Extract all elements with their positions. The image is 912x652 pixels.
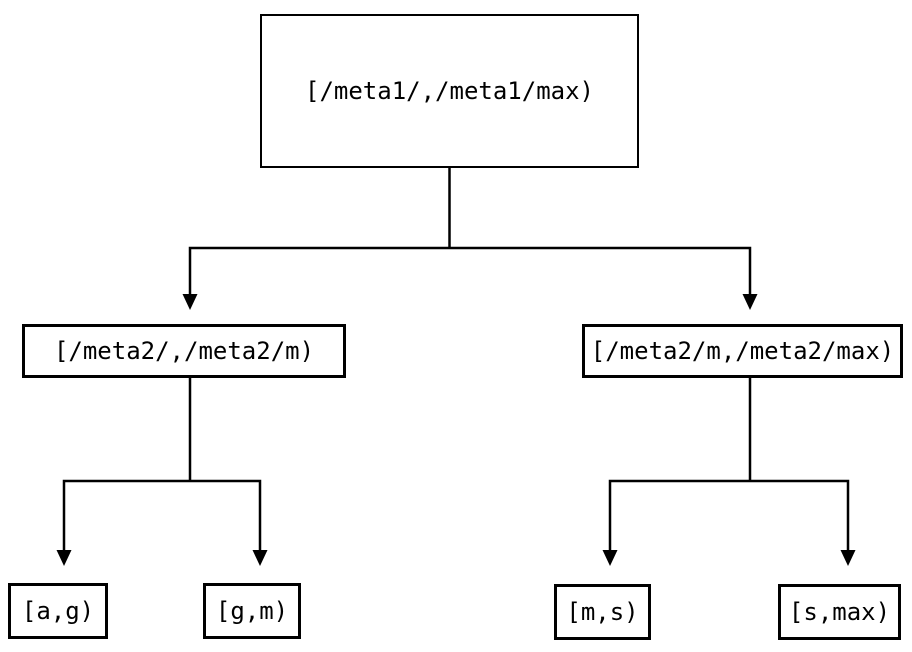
edge-right-split-bar [608,479,850,552]
node-leaf-g-m: [g,m) [203,583,301,639]
edge-left-split-bar [62,479,262,552]
arrowhead-down-icon [742,294,758,310]
node-leaf-a-g: [a,g) [8,583,108,639]
arrowhead-down-icon [252,550,268,566]
arrowhead-down-icon [840,550,856,566]
edge-root-split-bar [188,246,752,296]
node-leaf-s-max: [s,max) [778,584,901,640]
node-meta2-high-interval: [/meta2/m,/meta2/max) [582,324,903,378]
arrowhead-down-icon [56,550,72,566]
node-meta2-low-interval: [/meta2/,/meta2/m) [22,324,346,378]
node-root-interval: [/meta1/,/meta1/max) [260,14,639,168]
node-leaf-m-s: [m,s) [554,584,651,640]
arrowhead-down-icon [602,550,618,566]
arrowhead-down-icon [182,294,198,310]
